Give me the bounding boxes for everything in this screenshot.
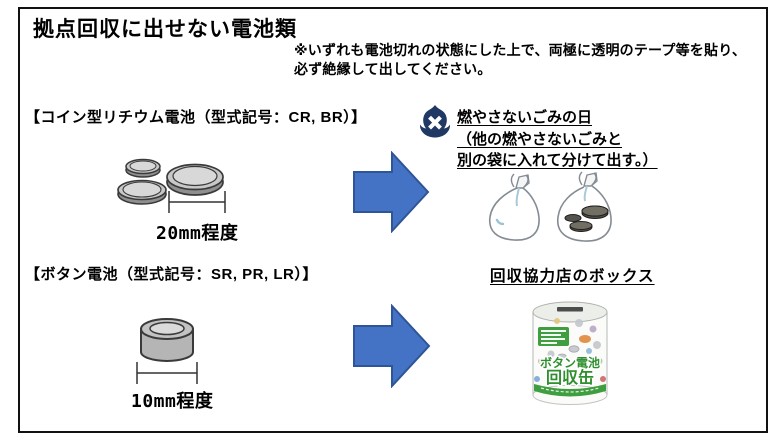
- page-title: 拠点回収に出せない電池類: [33, 18, 297, 41]
- garbage-bags-illustration: [488, 171, 612, 242]
- can-label-line-1: ボタン電池: [540, 355, 600, 370]
- flow-arrow-coin-icon: [353, 151, 430, 233]
- batteries-in-bag: [564, 205, 609, 232]
- flow-arrow-button-icon: [353, 304, 431, 388]
- can-slot: [557, 307, 583, 312]
- can-bottom-band: [534, 384, 606, 397]
- coin-battery-medium: [117, 179, 167, 205]
- can-lid: [532, 301, 608, 323]
- insulation-note-line-1: ※いずれも電池切れの状態にした上で、両極に透明のテープ等を貼り、: [294, 42, 747, 58]
- garbage-bag-right: [557, 171, 612, 242]
- collection-box-heading: 回収協力店のボックス: [490, 268, 655, 285]
- can-doodles: [534, 318, 606, 382]
- coin-disposal-line-1: 燃やさないごみの日: [457, 109, 593, 126]
- collection-can-illustration: ボタン電池 回収缶: [532, 301, 608, 405]
- coin-disposal-line-3: 別の袋に入れて分けて出す。）: [457, 152, 658, 169]
- can-info-sign: [538, 327, 569, 346]
- coin-size-label: 20mm程度: [156, 223, 239, 244]
- button-size-label: 10mm程度: [131, 391, 214, 412]
- coin-disposal-text: 燃やさないごみの日 （他の燃やさないごみと 別の袋に入れて分けて出す。）: [457, 107, 658, 172]
- coin-disposal-line-2: （他の燃やさないごみと: [457, 130, 623, 148]
- coin-battery-small: [125, 158, 161, 178]
- coin-size-dimension-line: [168, 191, 226, 213]
- coin-section-heading: 【コイン型リチウム電池（型式記号：CR, BR）】: [25, 109, 367, 126]
- button-section-heading: 【ボタン電池（型式記号：SR, PR, LR）】: [25, 266, 318, 283]
- coin-battery-large: [166, 163, 224, 196]
- non-burnable-garbage-icon: [419, 105, 451, 138]
- coin-batteries-illustration: [117, 158, 224, 205]
- button-battery-illustration: [140, 318, 194, 362]
- button-size-dimension-line: [136, 362, 198, 384]
- garbage-bag-left: [488, 173, 540, 241]
- can-label-line-2: 回収缶: [546, 368, 594, 387]
- insulation-note: ※いずれも電池切れの状態にした上で、両極に透明のテープ等を貼り、 必ず絶縁して出…: [294, 41, 766, 79]
- insulation-note-line-2: 必ず絶縁して出してください。: [294, 61, 492, 77]
